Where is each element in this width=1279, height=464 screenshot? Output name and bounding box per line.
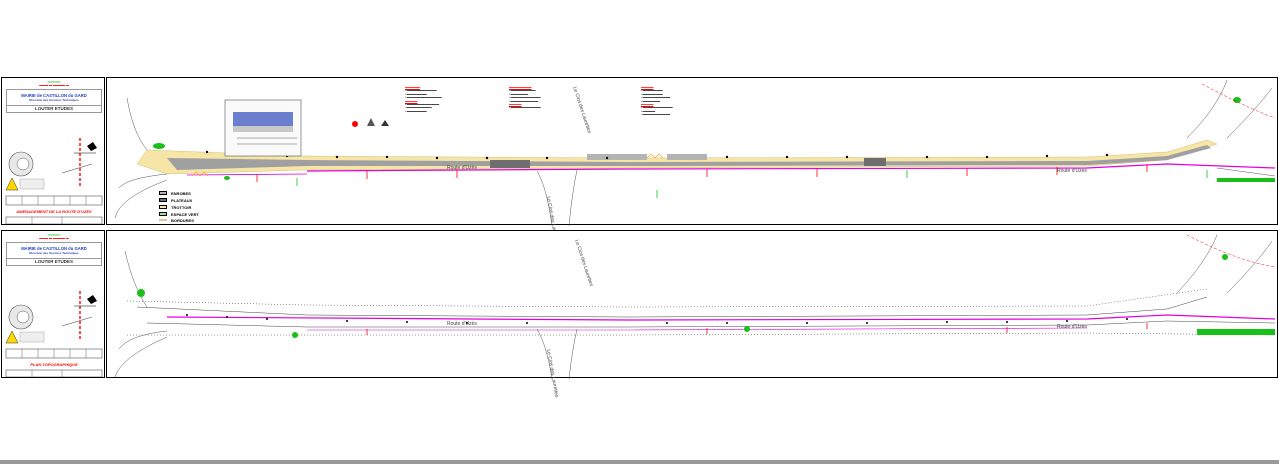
stamp: LOUTER ETUDES bbox=[7, 105, 101, 111]
legend-swatch-bordures bbox=[159, 219, 167, 221]
street-label-route-uzes-east: Route d'Uzès bbox=[1057, 324, 1087, 330]
title-block-graphics bbox=[5, 138, 103, 225]
legend-swatch-espace-vert bbox=[159, 212, 167, 216]
plan-drawing-amenagement: Le Clos des Laurettes Le Clos des Lauret… bbox=[106, 77, 1278, 245]
legend-label-plateaux: PLATEAUX bbox=[171, 198, 193, 203]
legend-label-enrobes: ENROBES bbox=[171, 191, 191, 196]
plan-title: AMENAGEMENT DE LA ROUTE D'UZES bbox=[16, 209, 92, 214]
legend-swatch-trottoir bbox=[159, 205, 167, 209]
street-label-route-uzes: Route d'Uzès bbox=[447, 165, 477, 171]
street-label-route-uzes: Route d'Uzès bbox=[447, 321, 477, 327]
legend-swatch-plateaux bbox=[159, 198, 167, 202]
title-block-graphics bbox=[5, 291, 103, 378]
notes-block-3: ▬▬▬▬▬ ▪ ▬▬▬▬▬▬▬▬ ▪ ▬▬▬▬▬▬▬▬ ▪ ▬▬▬▬▬▬▬▬▬▬… bbox=[641, 86, 673, 117]
org-title: MAIRIE de CASTILLON du GARD bbox=[21, 246, 87, 251]
title-block: ━━━━━━━ ▬▬▬ ▬ ▬▬▬▬ ▬ MAIRIE de CASTILLON… bbox=[1, 77, 105, 225]
street-label-route-uzes-east: Route d'Uzès bbox=[1057, 168, 1087, 174]
sheet-topographique: ━━━━━━━ ▬▬▬ ▬ ▬▬▬▬ ▬ MAIRIE de CASTILLON… bbox=[0, 230, 1279, 398]
road-plan-graphic bbox=[114, 79, 1276, 226]
sheet-amenagement: ━━━━━━━ ▬▬▬ ▬ ▬▬▬▬ ▬ MAIRIE de CASTILLON… bbox=[0, 77, 1279, 245]
window-bottom-bar bbox=[0, 460, 1279, 464]
notes-block-1: ▬▬▬▬▬▬ ▪ ▬▬▬▬▬▬▬▬▬▬▬▬ ▪ ▬▬▬▬▬▬▬▬ ▪ ▬▬▬▬▬… bbox=[405, 86, 442, 113]
title-block: ━━━━━━━ ▬▬▬ ▬ ▬▬▬▬ ▬ MAIRIE de CASTILLON… bbox=[1, 230, 105, 378]
service-name: Direction des Services Techniques bbox=[29, 251, 79, 255]
notes-block-2: ▬▬▬▬▬▬▬▬▬ ▪ ▬▬▬▬▬▬▬▬▬▬ ▪ ▬▬▬▬▬▬▬ ▪ ▬▬▬▬▬… bbox=[509, 86, 541, 110]
legend-swatch-enrobes bbox=[159, 191, 167, 195]
plan-title: PLAN TOPOGRAPHIQUE bbox=[30, 362, 78, 367]
legend-label-bordures: BORDURES bbox=[171, 218, 194, 223]
legend-label-trottoir: TROTTOIR bbox=[171, 205, 192, 210]
survey-plan-graphic bbox=[114, 234, 1276, 379]
stamp: LOUTER ETUDES bbox=[7, 258, 101, 264]
legend-label-espace-vert: ESPACE VERT bbox=[171, 212, 199, 217]
plan-drawing-topographique: Le Clos des Laurettes Le Clos des Lauret… bbox=[106, 230, 1278, 398]
service-name: Direction des Services Techniques bbox=[29, 98, 79, 102]
org-title: MAIRIE de CASTILLON du GARD bbox=[21, 93, 87, 98]
